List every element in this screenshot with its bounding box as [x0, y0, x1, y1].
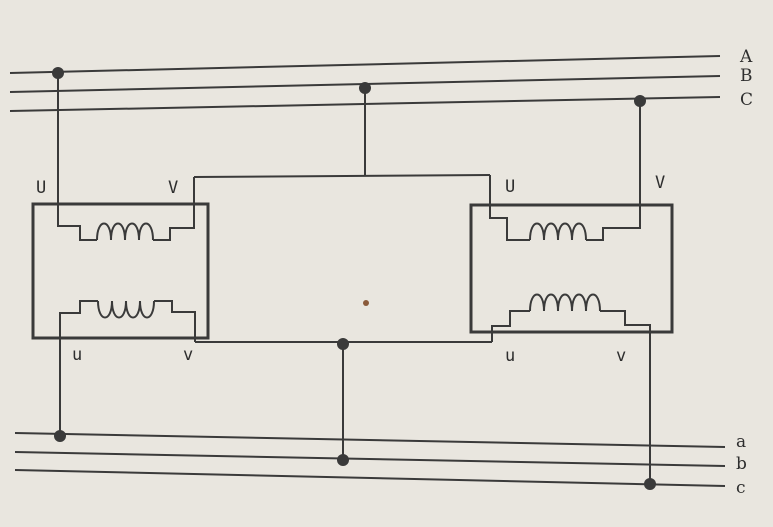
wire-primary-common: [193, 174, 491, 178]
secondary-line-b: [14, 451, 726, 467]
label-left-u: u: [72, 345, 82, 365]
label-line-sec-c: c: [736, 478, 746, 498]
label-right-V: V: [655, 173, 665, 193]
label-line-sec-b: b: [736, 454, 747, 474]
primary-line-a: [9, 55, 721, 74]
label-left-v: v: [183, 345, 193, 365]
junction-dot: [634, 95, 646, 107]
transformer-left-primary-coil: [57, 74, 195, 241]
junction-dot: [644, 478, 656, 490]
junction-dot: [359, 82, 371, 94]
transformer-right-box: [469, 203, 674, 334]
junction-dot: [52, 67, 64, 79]
junction-dot: [337, 338, 349, 350]
transformer-left-secondary-coil: [59, 300, 196, 436]
transformer-left-box: [31, 202, 210, 340]
label-left-V: V: [168, 178, 178, 198]
junction-dot: [337, 454, 349, 466]
label-line-sec-a: a: [736, 432, 746, 452]
label-line-c: C: [740, 90, 753, 110]
label-right-U: U: [505, 177, 515, 197]
secondary-line-a: [14, 432, 726, 448]
label-right-u: u: [505, 346, 515, 366]
junction-dot: [54, 430, 66, 442]
label-line-b: B: [740, 66, 753, 86]
label-right-v: v: [616, 346, 626, 366]
secondary-line-c: [14, 469, 726, 487]
transformer-right-primary-coil: [489, 101, 641, 241]
paper-speck: [363, 300, 369, 306]
label-left-U: U: [36, 178, 46, 198]
label-line-a: A: [739, 47, 753, 67]
transformer-right-secondary-coil: [491, 293, 651, 484]
